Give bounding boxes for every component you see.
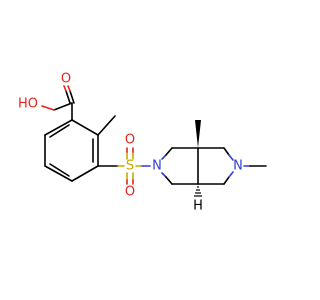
- bond-aromatic-inner-3: [49, 124, 70, 138]
- bond-c3-c4: [71, 165, 99, 182]
- atom-n-methyl: N: [233, 159, 243, 174]
- bond-c2-methyl: [97, 115, 116, 136]
- bond-c4-c5: [44, 165, 73, 182]
- bond-ccooh-o-double-b: [69, 90, 75, 104]
- benzene-ring: [44, 119, 99, 182]
- bond-ccooh-o-double-a: [65, 90, 71, 104]
- atom-sulfur: S: [126, 159, 134, 174]
- bond-cright-bottom-n2: [223, 176, 230, 185]
- bond-cright-bottom-n2-color: [228, 171, 234, 178]
- bicyclic-ring-system: [161, 120, 267, 197]
- bond-cright-top-n2-color: [228, 154, 234, 161]
- atom-o-hydroxyl: HO: [18, 97, 38, 112]
- atom-o-sulfonyl-top: O: [125, 133, 135, 148]
- atom-h-stereo: H: [193, 199, 203, 214]
- bond-n1-c-bottom: [165, 176, 173, 185]
- bond-cright-top-n2: [223, 147, 230, 156]
- bond-o-double-color-b: [67, 85, 71, 92]
- atom-o-carbonyl: O: [61, 72, 71, 87]
- carboxylic-acid-group: [41, 85, 75, 121]
- bond-aromatic-inner-2: [49, 163, 70, 177]
- bond-c1-c2: [71, 119, 99, 136]
- hash-bond-hydrogen: [194, 186, 202, 197]
- chemical-structure: O HO S O O N N H: [18, 72, 267, 214]
- atom-o-sulfonyl-bottom: O: [125, 185, 135, 200]
- bond-oh-color: [41, 105, 55, 111]
- bond-o-double-color-a: [63, 85, 67, 92]
- wedge-bond-methyl: [195, 120, 201, 148]
- bond-n1-c-top-color: [161, 154, 167, 160]
- bond-ccooh-oh: [53, 102, 73, 111]
- bond-n1-c-top: [165, 147, 173, 156]
- bond-c6-c1: [44, 119, 73, 136]
- atom-n-sulfonamide: N: [152, 159, 162, 174]
- sulfonyl-group: [97, 147, 151, 185]
- bond-n1-c-bottom-color: [161, 172, 167, 178]
